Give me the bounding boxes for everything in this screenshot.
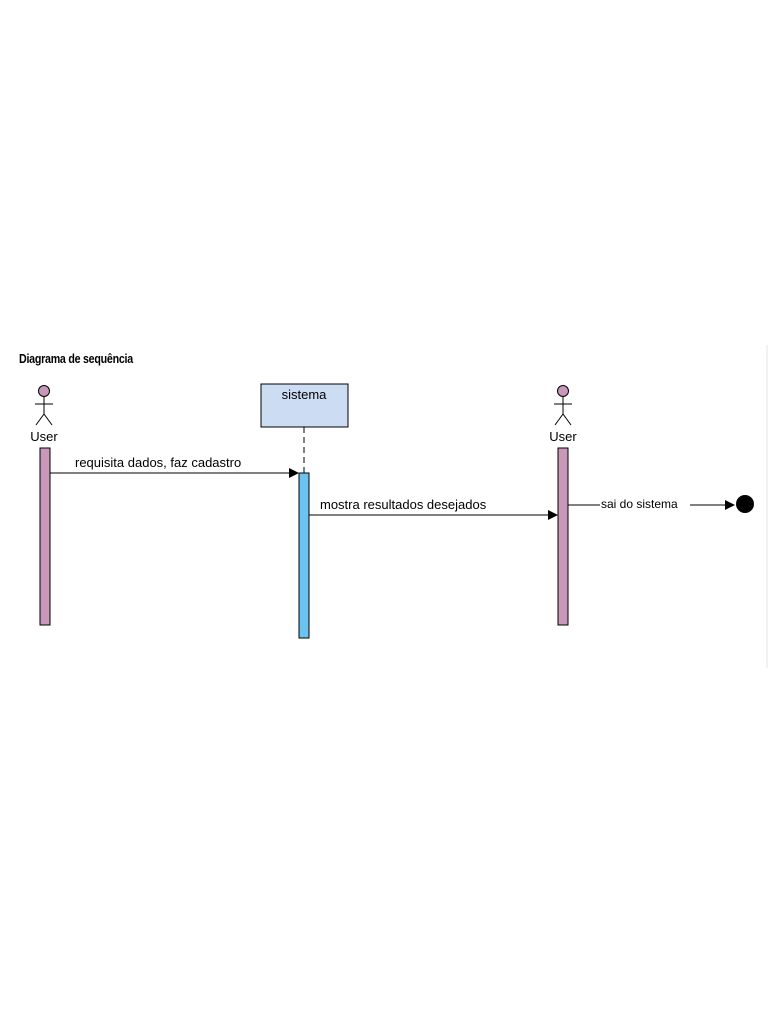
activation-bar-user-right <box>557 447 569 626</box>
actor-label-user-right: User <box>549 429 577 444</box>
end-point-icon <box>736 495 754 513</box>
diagram-title: Diagrama de sequência <box>19 351 133 366</box>
actor-leg-right <box>43 413 53 426</box>
actor-head-icon <box>557 385 569 397</box>
message-mostra[interactable]: mostra resultados desejados <box>309 497 558 520</box>
message-label: requisita dados, faz cadastro <box>75 455 241 470</box>
message-label: mostra resultados desejados <box>320 497 487 512</box>
actor-label-user-left: User <box>30 429 58 444</box>
actor-leg-right <box>562 413 572 426</box>
actor-head-icon <box>38 385 50 397</box>
message-sai[interactable]: sai do sistema <box>568 495 754 513</box>
message-requisita[interactable]: requisita dados, faz cadastro <box>50 455 299 478</box>
message-label-background <box>600 496 690 510</box>
system-box <box>260 383 349 428</box>
actor-user-right[interactable]: User <box>549 385 577 445</box>
message-label: sai do sistema <box>601 497 678 511</box>
activation-bar-user-left <box>39 447 51 626</box>
actor-leg-left <box>554 413 564 426</box>
system-label: sistema <box>282 387 328 402</box>
participant-system[interactable]: sistema <box>260 383 349 428</box>
actor-user-left[interactable]: User <box>30 385 58 445</box>
activation-bar-system <box>298 472 310 639</box>
actor-leg-left <box>35 413 45 426</box>
